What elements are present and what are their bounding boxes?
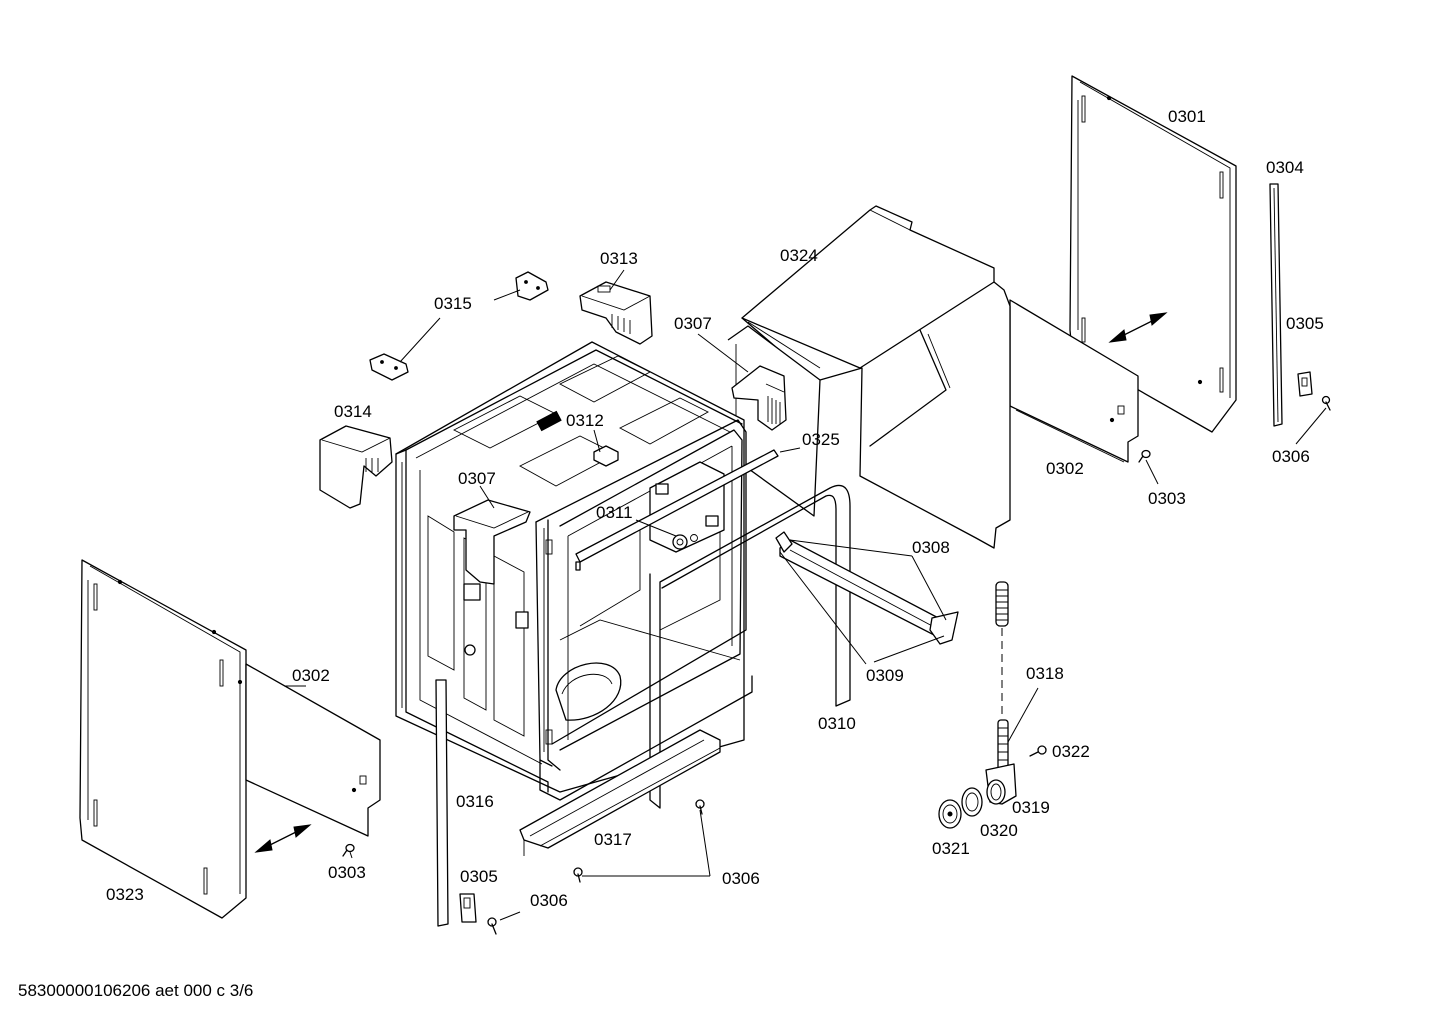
side-panel-0301 bbox=[1069, 75, 1237, 433]
double-arrow-icon-left bbox=[254, 824, 312, 853]
strip-0325 bbox=[575, 449, 779, 571]
label-0307-lower: 0307 bbox=[458, 469, 496, 488]
label-0325: 0325 bbox=[802, 430, 840, 449]
screw-0306-bottom bbox=[573, 799, 705, 883]
insulation-panel-0302-left bbox=[245, 663, 381, 837]
label-0315: 0315 bbox=[434, 294, 472, 313]
label-0309: 0309 bbox=[866, 666, 904, 685]
label-0306-left: 0306 bbox=[530, 891, 568, 910]
label-0308: 0308 bbox=[912, 538, 950, 557]
label-0306-bottom: 0306 bbox=[722, 869, 760, 888]
seal-0316 bbox=[435, 679, 449, 927]
document-code: 58300000106206 aet 000 c 3/6 bbox=[18, 981, 253, 1000]
label-0301: 0301 bbox=[1168, 107, 1206, 126]
label-0320: 0320 bbox=[980, 821, 1018, 840]
label-0310: 0310 bbox=[818, 714, 856, 733]
clip-0305-right bbox=[1297, 371, 1313, 397]
bracket-0313 bbox=[579, 281, 653, 345]
trim-strip-0304 bbox=[1269, 183, 1283, 427]
label-0305-right: 0305 bbox=[1286, 314, 1324, 333]
clip-0305-left bbox=[459, 893, 477, 923]
screw-0306-left bbox=[487, 917, 497, 935]
double-arrow-icon bbox=[1108, 312, 1168, 343]
label-0318: 0318 bbox=[1026, 664, 1064, 683]
nut-0321 bbox=[938, 799, 962, 829]
label-0322: 0322 bbox=[1052, 742, 1090, 761]
rail-0311 bbox=[649, 461, 725, 553]
label-0305-left: 0305 bbox=[460, 867, 498, 886]
label-0302-left: 0302 bbox=[292, 666, 330, 685]
label-0307-upper: 0307 bbox=[674, 314, 712, 333]
side-panel-0323 bbox=[79, 559, 247, 919]
label-0316: 0316 bbox=[456, 792, 494, 811]
label-0323: 0323 bbox=[106, 885, 144, 904]
label-0319: 0319 bbox=[1012, 798, 1050, 817]
bracket-0307-lower bbox=[453, 499, 531, 585]
label-0312: 0312 bbox=[566, 411, 604, 430]
label-0313: 0313 bbox=[600, 249, 638, 268]
bracket-0317 bbox=[519, 729, 721, 856]
bracket-0314 bbox=[319, 425, 393, 509]
elbow-0319 bbox=[985, 763, 1017, 805]
dishwasher-tub bbox=[395, 341, 753, 801]
label-0302-right: 0302 bbox=[1046, 459, 1084, 478]
label-0311: 0311 bbox=[596, 503, 633, 522]
label-0317: 0317 bbox=[594, 830, 632, 849]
label-0314: 0314 bbox=[334, 402, 372, 421]
part-labels: 0301 0304 0324 0313 0315 0307 0305 0314 … bbox=[106, 107, 1324, 910]
label-0304: 0304 bbox=[1266, 158, 1304, 177]
label-0321: 0321 bbox=[932, 839, 970, 858]
label-0303-right: 0303 bbox=[1148, 489, 1186, 508]
screw-0303-right bbox=[1138, 449, 1151, 463]
label-0306-right: 0306 bbox=[1272, 447, 1310, 466]
ring-0320 bbox=[961, 787, 983, 817]
leader-lines bbox=[284, 269, 1327, 921]
screw-0306-right bbox=[1321, 395, 1331, 411]
drain-hose-0318 bbox=[995, 581, 1009, 771]
bracket-0315 bbox=[369, 271, 549, 381]
label-0303-left: 0303 bbox=[328, 863, 366, 882]
screw-0322 bbox=[1029, 745, 1047, 757]
label-0324: 0324 bbox=[780, 246, 818, 265]
screw-0303-left bbox=[342, 843, 355, 857]
support-bar-0308 bbox=[775, 531, 959, 645]
bracket-0307-upper bbox=[731, 365, 787, 431]
seal-0310 bbox=[649, 484, 851, 809]
